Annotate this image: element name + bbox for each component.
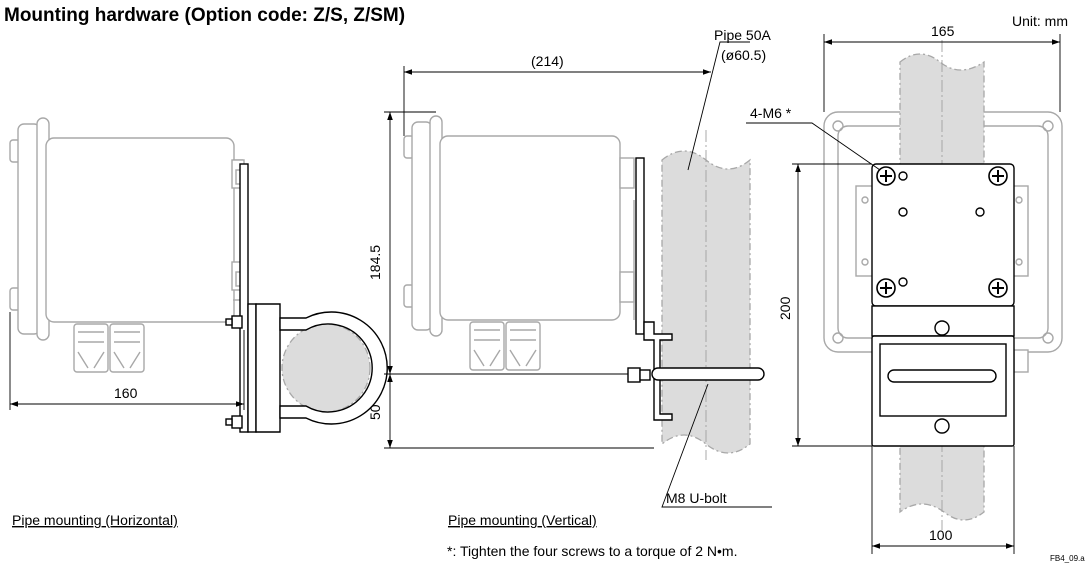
front-view: 165 4-M6 * 200 100 — [746, 23, 1063, 554]
mounting-bracket-horizontal — [225, 163, 281, 433]
dim-100: 100 — [871, 446, 1015, 554]
cable-glands-vertical — [469, 321, 541, 371]
u-bolt-vertical — [627, 367, 765, 383]
page-title: Mounting hardware (Option code: Z/S, Z/S… — [4, 5, 405, 26]
torque-footnote: *: Tighten the four screws to a torque o… — [447, 543, 738, 559]
caption-vertical: Pipe mounting (Vertical) — [448, 512, 597, 528]
screw-top-right — [988, 166, 1008, 186]
dim-100-label: 100 — [929, 527, 953, 543]
bracket-plate-front — [871, 163, 1015, 447]
dim-50: 50 — [367, 374, 654, 449]
dim-160: 160 — [9, 312, 245, 410]
dim-200-label: 200 — [777, 296, 793, 320]
screw-label: 4-M6 * — [750, 105, 792, 121]
pipe-label: Pipe 50A — [714, 27, 771, 43]
dim-184-5: 184.5 — [367, 111, 628, 375]
dim-214: (214) — [403, 53, 711, 136]
figure-id: FB4_09.ai — [1050, 554, 1085, 563]
screw-bottom-left — [876, 278, 896, 298]
analyzer-housing-vertical — [403, 115, 635, 337]
dim-165-label: 165 — [931, 23, 955, 39]
dim-50-label: 50 — [367, 404, 383, 420]
unit-note: Unit: mm — [1012, 13, 1068, 29]
caption-horizontal: Pipe mounting (Horizontal) — [12, 512, 178, 528]
dim-214-label: (214) — [531, 53, 564, 69]
dim-165: 165 — [823, 23, 1061, 112]
screw-top-left — [876, 166, 896, 186]
ubolt-callout: M8 U-bolt — [661, 383, 772, 508]
screw-bottom-right — [988, 278, 1008, 298]
pipe-callout: Pipe 50A (ø60.5) — [687, 27, 771, 171]
vertical-view: (214) 184.5 50 Pipe 50A (ø60.5) M8 U-bol… — [367, 27, 772, 528]
dim-160-label: 160 — [114, 385, 138, 401]
analyzer-housing-side — [9, 117, 245, 341]
horizontal-view: 160 Pipe mounting (Horizontal) — [9, 117, 388, 528]
ubolt-label: M8 U-bolt — [666, 490, 727, 506]
pipe-cross-section — [281, 323, 371, 413]
pipe-vertical — [661, 130, 751, 460]
screw-group-front — [876, 166, 1008, 298]
cable-glands-horizontal — [73, 323, 145, 373]
u-bolt-horizontal — [279, 311, 388, 425]
dim-200: 200 — [777, 163, 872, 447]
screw-callout: 4-M6 * — [746, 105, 881, 171]
dim-184-5-label: 184.5 — [367, 245, 383, 280]
pipe-size-label: (ø60.5) — [721, 47, 766, 63]
